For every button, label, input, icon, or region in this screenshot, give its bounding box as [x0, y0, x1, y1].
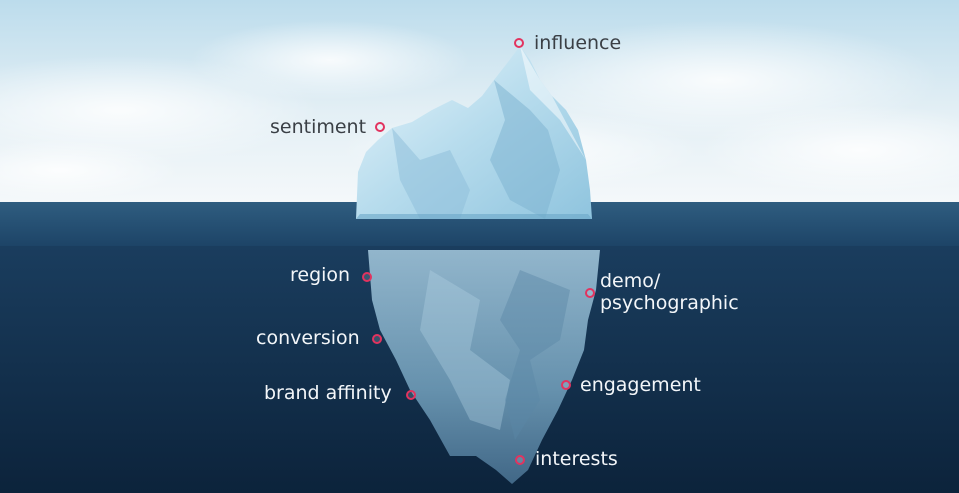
conversion-marker: [372, 334, 382, 344]
region-label: region: [290, 264, 351, 286]
influence-label: influence: [534, 32, 622, 54]
iceberg-submerged: [368, 250, 600, 484]
interests-label: interests: [535, 448, 618, 470]
brand-affinity-label: brand affinity: [264, 382, 392, 404]
iceberg-tip: [356, 46, 592, 219]
engagement-marker: [561, 380, 571, 390]
sentiment-marker: [375, 122, 385, 132]
sentiment-label: sentiment: [270, 116, 367, 138]
region-marker: [362, 272, 372, 282]
interests-marker: [515, 455, 525, 465]
conversion-label: conversion: [256, 327, 360, 349]
demo-psychographic-label: demo/ psychographic: [600, 270, 739, 314]
brand-affinity-marker: [406, 390, 416, 400]
demo-psychographic-marker: [585, 288, 595, 298]
influence-marker: [514, 38, 524, 48]
engagement-label: engagement: [580, 374, 701, 396]
